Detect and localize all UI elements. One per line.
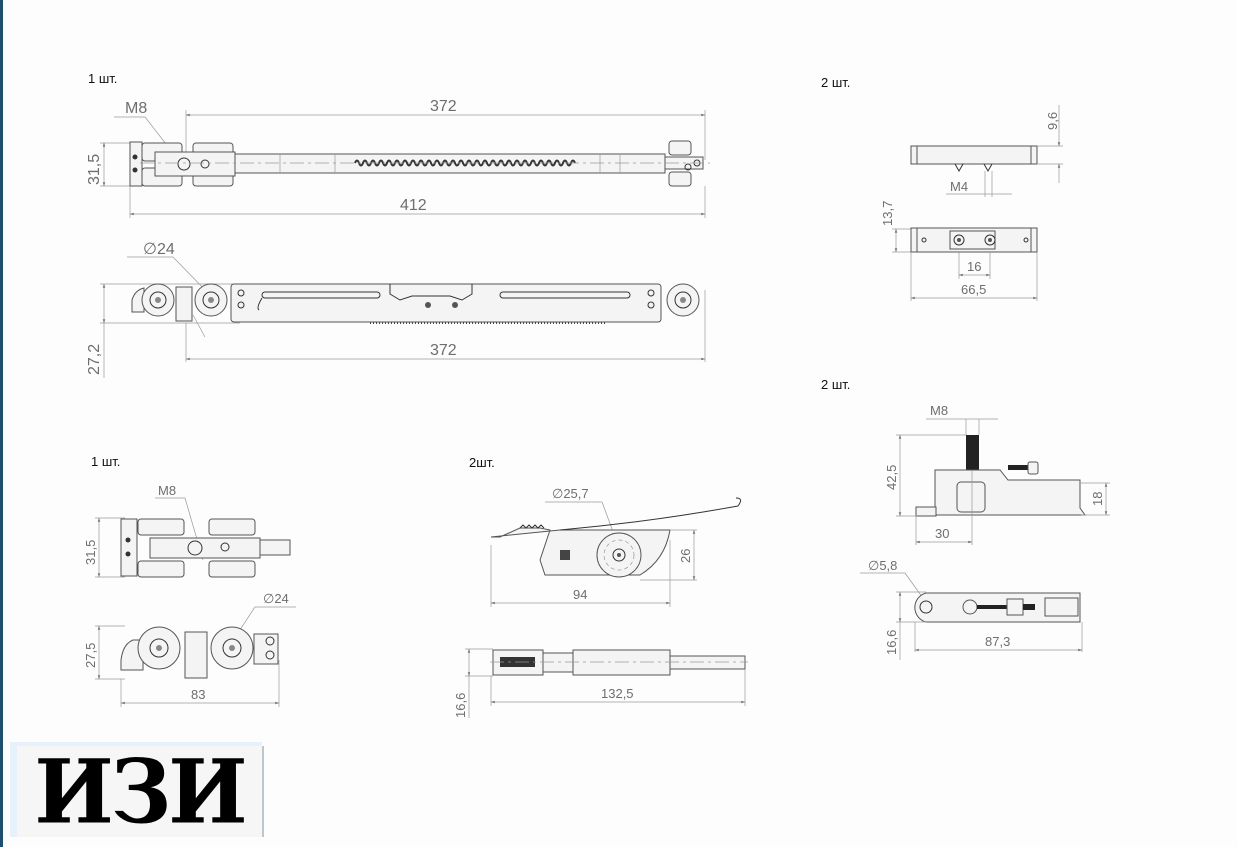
damper-drawing: 2шт. ∅25,7 26 94 16,6 132,5 <box>453 455 748 718</box>
wheel-diameter-label: ∅24 <box>143 241 175 258</box>
guide-drawing: 2 шт. 9,6 M4 13,7 16 66,5 <box>821 75 1063 301</box>
quantity-label: 2 шт. <box>821 75 850 90</box>
quantity-label: 1 шт. <box>91 454 120 469</box>
thread-label: M8 <box>930 403 948 418</box>
thread-label: M8 <box>158 483 176 498</box>
quantity-label: 2шт. <box>469 455 495 470</box>
dimension-31-5: 31,5 <box>86 154 103 185</box>
wheel-diameter-label: ∅24 <box>263 591 289 606</box>
wheel-diameter-label: ∅25,7 <box>552 486 589 501</box>
dimension-30: 30 <box>935 526 949 541</box>
dimension-16-6: 16,6 <box>453 693 468 718</box>
dimension-26: 26 <box>678 549 693 563</box>
logo: ИЗИ <box>10 742 264 837</box>
hole-diameter-label: ∅5,8 <box>868 558 897 573</box>
quantity-label: 2 шт. <box>821 377 850 392</box>
quantity-label: 1 шт. <box>88 71 117 86</box>
bracket-drawing: 2 шт. M8 42,5 18 30 ∅5,8 <box>821 377 1110 660</box>
thread-label: M4 <box>950 179 968 194</box>
dimension-16-6: 16,6 <box>884 630 899 655</box>
dimension-372-bottom: 372 <box>430 342 457 359</box>
dimension-132-5: 132,5 <box>601 686 634 701</box>
dimension-27-5: 27,5 <box>83 643 98 668</box>
dimension-13-7: 13,7 <box>880 201 895 226</box>
dimension-9-6: 9,6 <box>1045 112 1060 130</box>
thread-label: M8 <box>125 100 147 117</box>
logo-panel: ИЗИ <box>17 746 264 837</box>
left-border <box>0 0 3 847</box>
dimension-412: 412 <box>400 197 427 214</box>
top-rail-side-drawing: ∅24 27,2 372 <box>86 241 706 378</box>
top-rail-drawing: 1 шт. M8 372 31,5 <box>86 71 710 218</box>
dimension-94: 94 <box>573 587 587 602</box>
dimension-87-3: 87,3 <box>985 634 1010 649</box>
carriage-drawing: 1 шт. M8 31,5 ∅24 27,5 <box>83 454 296 707</box>
dimension-31-5: 31,5 <box>83 540 98 565</box>
dimension-27-2: 27,2 <box>86 344 103 375</box>
dimension-16: 16 <box>967 259 981 274</box>
logo-text: ИЗИ <box>34 739 247 843</box>
dimension-83: 83 <box>191 687 205 702</box>
dimension-372-top: 372 <box>430 98 457 115</box>
dimension-66-5: 66,5 <box>961 282 986 297</box>
dimension-18: 18 <box>1090 492 1105 506</box>
dimension-42-5: 42,5 <box>884 465 899 490</box>
